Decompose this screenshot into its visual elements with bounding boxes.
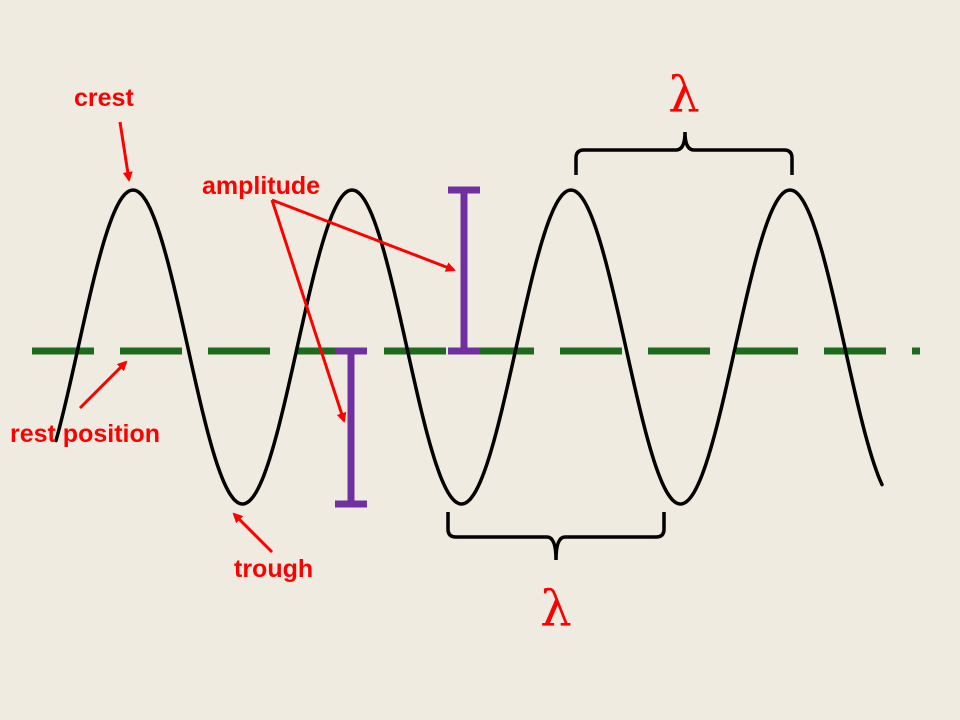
rest-position-label: rest position: [10, 420, 160, 448]
trough-arrow: [232, 512, 274, 554]
rest-position-arrow: [78, 360, 128, 410]
wavelength-bracket-bottom: [446, 512, 666, 561]
crest-label: crest: [74, 84, 134, 112]
amplitude-bar-lower: [335, 347, 367, 508]
amplitude-arrow-upper: [271, 198, 456, 272]
amplitude-label: amplitude: [202, 172, 320, 200]
trough-label: trough: [234, 555, 313, 583]
amplitude-bar-upper: [448, 186, 480, 355]
wavelength-symbol-top: λ: [668, 66, 700, 124]
wave-curve: [54, 188, 884, 506]
amplitude-arrow-lower: [270, 199, 347, 423]
wavelength-symbol-bottom: λ: [540, 580, 572, 638]
crest-arrow: [118, 121, 133, 182]
wavelength-bracket-top: [574, 131, 794, 175]
